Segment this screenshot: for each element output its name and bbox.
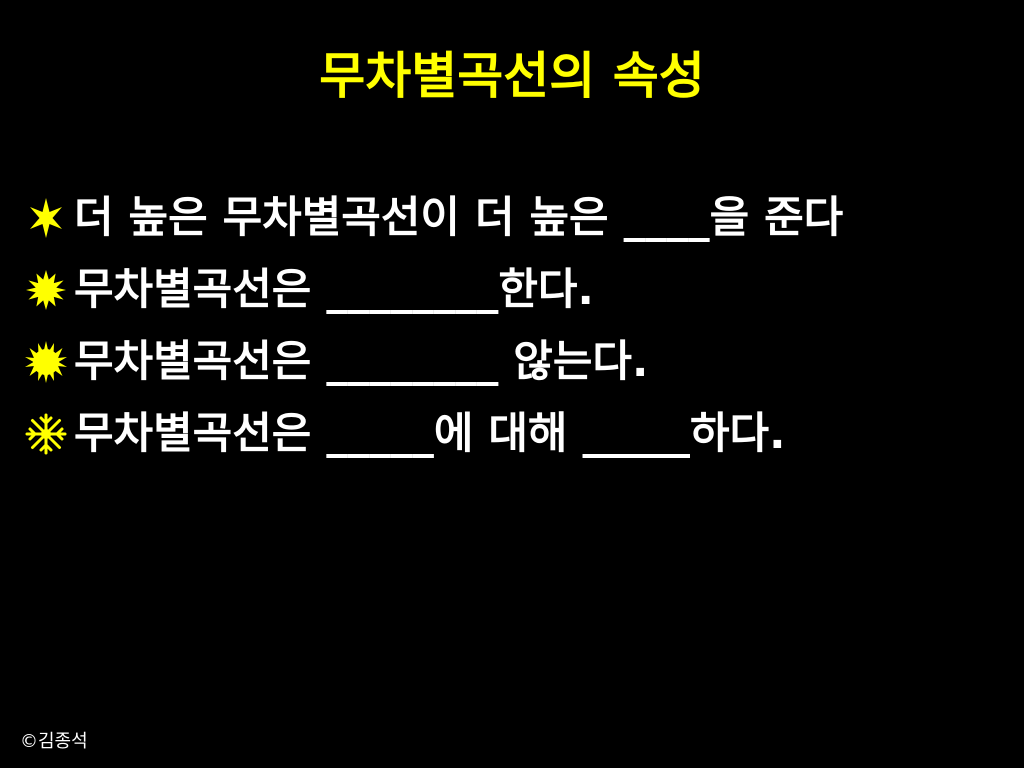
bullet-item: 무차별곡선은 _____에 대해 _____하다.	[24, 398, 1024, 470]
copyright-footer: ©김종석	[20, 731, 88, 752]
bullet-text: 더 높은 무차별곡선이 더 높은 ____을 준다	[74, 193, 844, 243]
bullet-item: 무차별곡선은 ________ 않는다.	[24, 326, 1024, 398]
bullet-text: 무차별곡선은 _____에 대해 _____하다.	[74, 409, 786, 459]
bullet-list: 더 높은 무차별곡선이 더 높은 ____을 준다 무차별곡선은 _______…	[24, 182, 1024, 470]
twelve-point-starburst-icon	[24, 268, 68, 312]
bullet-item: 무차별곡선은 ________한다.	[24, 254, 1024, 326]
snowflake-star-icon	[24, 412, 68, 456]
six-point-star-icon	[24, 196, 68, 240]
bullet-item: 더 높은 무차별곡선이 더 높은 ____을 준다	[24, 182, 1024, 254]
bullet-text: 무차별곡선은 ________한다.	[74, 265, 594, 315]
slide-title: 무차별곡선의 속성	[319, 47, 705, 105]
sixteen-point-starburst-icon	[24, 340, 68, 384]
bullet-text: 무차별곡선은 ________ 않는다.	[74, 337, 649, 387]
